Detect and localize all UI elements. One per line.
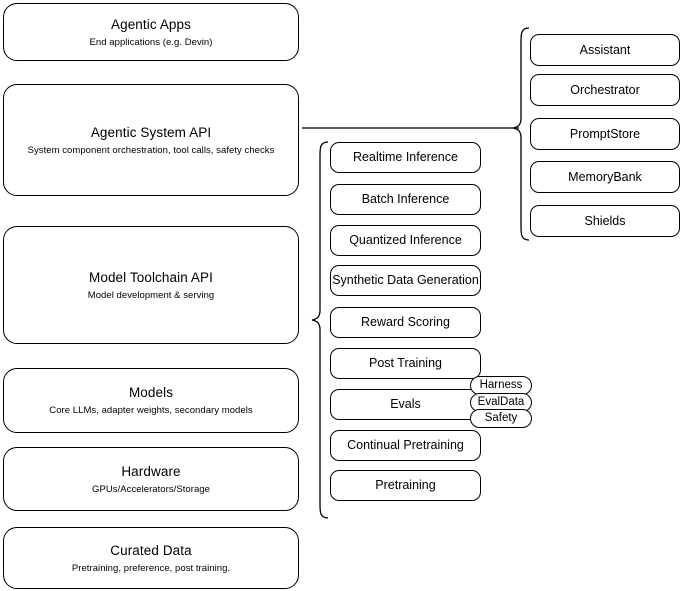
layer-hardware[interactable]: Hardware GPUs/Accelerators/Storage (3, 447, 299, 511)
layer-subtitle: End applications (e.g. Devin) (89, 36, 213, 48)
component-memorybank[interactable]: MemoryBank (530, 161, 680, 193)
layer-subtitle: System component orchestration, tool cal… (27, 144, 275, 156)
capability-pretraining[interactable]: Pretraining (330, 470, 481, 501)
capability-post-training[interactable]: Post Training (330, 348, 481, 379)
capability-realtime-inference[interactable]: Realtime Inference (330, 142, 481, 173)
layer-subtitle: Pretraining, preference, post training. (71, 562, 231, 574)
layer-title: Agentic Apps (110, 16, 191, 32)
layer-title: Hardware (121, 463, 181, 479)
capability-evals[interactable]: Evals (330, 389, 481, 420)
layer-agentic-system-api[interactable]: Agentic System API System component orch… (3, 84, 299, 196)
layer-subtitle: Core LLMs, adapter weights, secondary mo… (49, 405, 253, 416)
brace-system-components (512, 27, 530, 241)
capability-synthetic-data-generation[interactable]: Synthetic Data Generation (330, 265, 481, 296)
layer-models[interactable]: Models Core LLMs, adapter weights, secon… (3, 368, 299, 433)
capability-reward-scoring[interactable]: Reward Scoring (330, 307, 481, 338)
component-assistant[interactable]: Assistant (530, 34, 680, 66)
layer-curated-data[interactable]: Curated Data Pretraining, preference, po… (3, 527, 299, 589)
layer-subtitle: Model development & serving (87, 289, 215, 301)
capability-batch-inference[interactable]: Batch Inference (330, 184, 481, 215)
layer-title: Agentic System API (90, 124, 212, 140)
capability-quantized-inference[interactable]: Quantized Inference (330, 225, 481, 256)
layer-agentic-apps[interactable]: Agentic Apps End applications (e.g. Devi… (3, 3, 299, 61)
layer-title: Curated Data (110, 542, 192, 558)
component-promptstore[interactable]: PromptStore (530, 118, 680, 150)
layer-title: Models (128, 385, 174, 400)
layer-model-toolchain-api[interactable]: Model Toolchain API Model development & … (3, 226, 299, 344)
evals-tag-safety[interactable]: Safety (470, 409, 532, 428)
component-orchestrator[interactable]: Orchestrator (530, 74, 680, 106)
layer-title: Model Toolchain API (89, 269, 213, 285)
component-shields[interactable]: Shields (530, 205, 680, 237)
layer-subtitle: GPUs/Accelerators/Storage (92, 483, 210, 495)
brace-toolchain-capabilities (311, 141, 329, 519)
capability-continual-pretraining[interactable]: Continual Pretraining (330, 430, 481, 461)
